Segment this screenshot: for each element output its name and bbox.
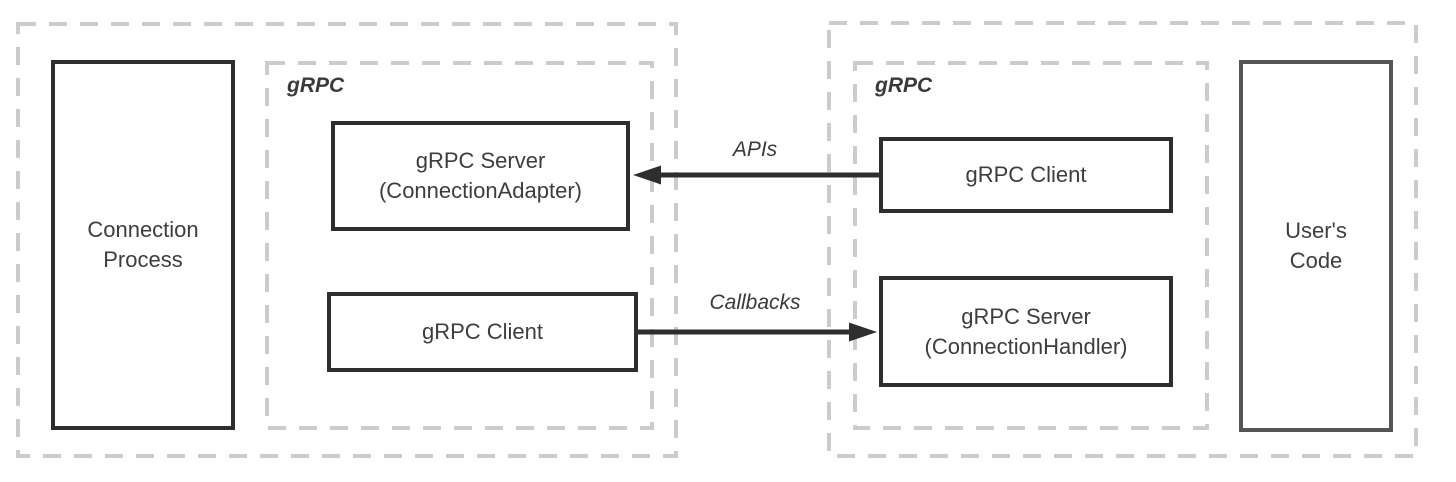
connection-process-label-line2: Process — [103, 247, 183, 272]
connection-process-box: Connection Process — [51, 60, 235, 430]
left-grpc-client-box: gRPC Client — [327, 292, 638, 372]
left-grpc-group: gRPC — [265, 61, 654, 430]
left-grpc-client-label: gRPC Client — [421, 319, 544, 344]
grpc-server-connection-handler-box: gRPC Server (ConnectionHandler) — [879, 276, 1173, 387]
right-grpc-client-box: gRPC Client — [879, 137, 1173, 213]
right-grpc-label: gRPC — [875, 74, 933, 97]
connection-process-label-line1: Connection — [87, 217, 199, 242]
dashed-border — [853, 61, 1209, 430]
apis-arrow-left-icon — [633, 165, 879, 185]
connection-process-group — [16, 22, 678, 458]
dashed-border — [265, 61, 654, 430]
grpc-server-connection-adapter-box: gRPC Server (ConnectionAdapter) — [331, 121, 630, 231]
right-grpc-client-label: gRPC Client — [965, 162, 1087, 187]
users-code-box: User's Code — [1239, 60, 1393, 432]
dashed-border — [16, 22, 678, 458]
users-code-label-line1: User's — [1285, 218, 1347, 243]
handler-label-line1: gRPC Server — [961, 303, 1091, 329]
handler-label-line2: (ConnectionHandler) — [924, 333, 1128, 359]
users-code-label-line2: Code — [1289, 248, 1343, 273]
apis-arrow-label: APIs — [732, 138, 778, 161]
adapter-label-line1: gRPC Server — [415, 148, 546, 173]
users-code-group — [827, 21, 1418, 458]
right-grpc-group: gRPC — [853, 61, 1209, 430]
callbacks-arrow-label: Callbacks — [709, 291, 801, 314]
dashed-border — [827, 21, 1418, 458]
callbacks-arrow-right-icon — [636, 322, 877, 342]
left-grpc-label: gRPC — [287, 74, 345, 97]
adapter-label-line2: (ConnectionAdapter) — [378, 178, 582, 203]
